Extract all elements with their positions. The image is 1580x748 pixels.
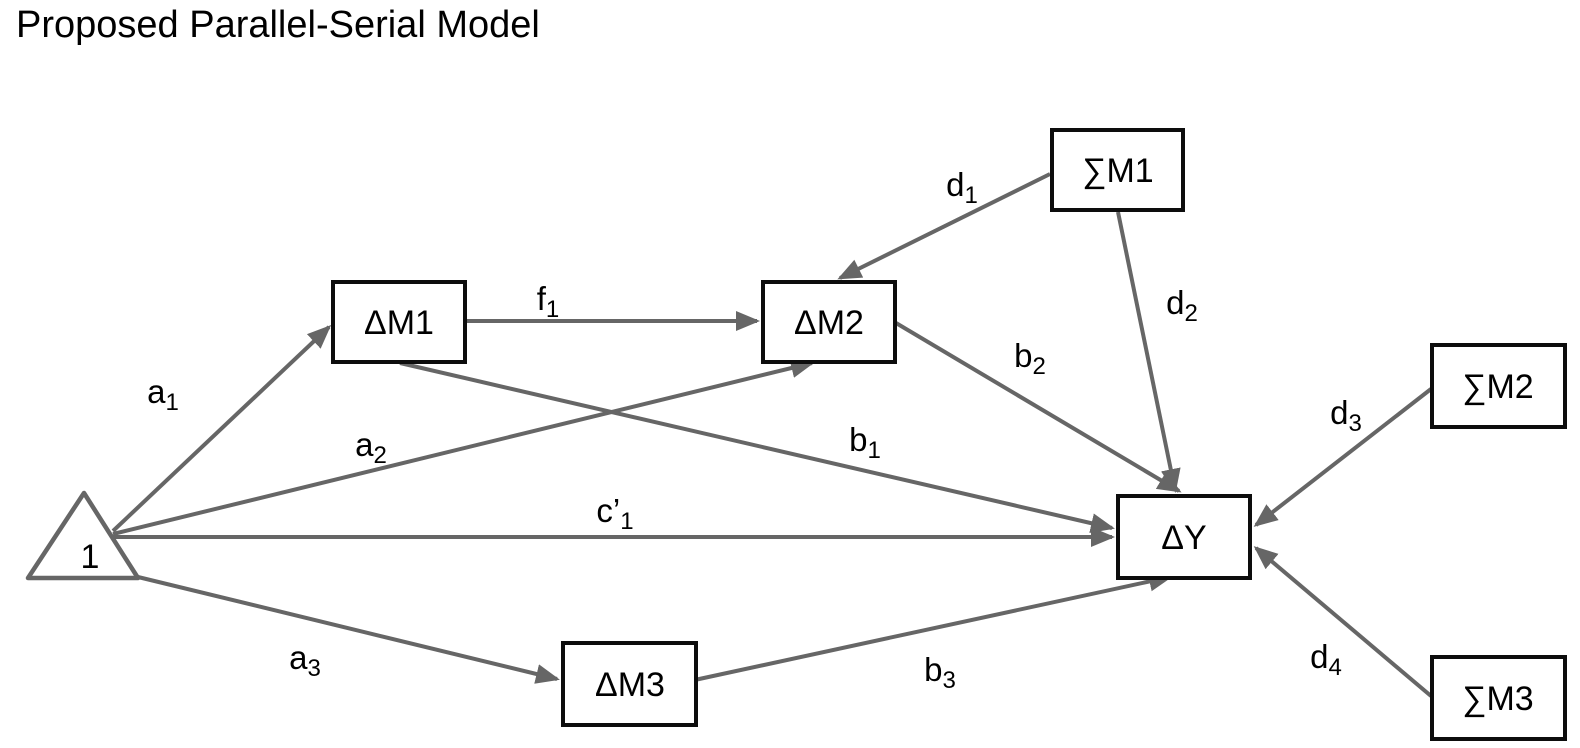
node-dm2-box	[761, 280, 897, 364]
path-label-d3: d3	[1330, 394, 1362, 437]
arrow-a1	[111, 324, 332, 533]
node-dm3: ΔM3	[561, 641, 698, 727]
arrow-b2	[894, 321, 1182, 493]
diagram-title: Proposed Parallel-Serial Model	[16, 4, 540, 46]
arrow-b3	[689, 571, 1173, 683]
edges	[111, 172, 1433, 698]
node-sm3: ∑M3	[1430, 655, 1567, 741]
node-sm2: ∑M2	[1430, 343, 1567, 429]
node-dy: ΔY	[1116, 494, 1252, 580]
path-label-b2: b2	[1014, 337, 1046, 380]
arrow-b1	[399, 361, 1115, 534]
arrow-d2	[1116, 211, 1181, 493]
path-label-a3: a3	[289, 639, 321, 682]
node-dm1: ΔM1	[331, 280, 467, 364]
node-constant-triangle	[25, 490, 141, 581]
node-constant: 1	[25, 490, 141, 581]
node-sm3-box	[1430, 655, 1567, 741]
path-label-d2: d2	[1166, 284, 1198, 327]
node-sm1-label: ∑M1	[1082, 152, 1153, 190]
node-dm3-box	[561, 641, 698, 727]
path-label-a2: a2	[355, 426, 387, 469]
node-dm1-box	[331, 280, 467, 364]
path-label-b3: b3	[924, 651, 956, 694]
path-label-f1: f1	[537, 280, 560, 323]
edge-labels: a1 a2 a3 c’1 f1 b1 b2 b3 d1 d2 d3 d4	[147, 166, 1362, 694]
node-dm1-label: ΔM1	[364, 304, 434, 342]
arrow-a2	[112, 358, 815, 536]
path-label-d1: d1	[946, 166, 978, 209]
node-dy-box	[1116, 494, 1252, 580]
node-dm3-label: ΔM3	[595, 666, 665, 704]
node-constant-label: 1	[81, 538, 100, 576]
path-label-a1: a1	[147, 373, 179, 416]
node-sm2-label: ∑M2	[1462, 368, 1533, 406]
node-dy-label: ΔY	[1161, 519, 1206, 557]
arrow-d3	[1253, 387, 1433, 527]
arrow-d1	[837, 172, 1051, 280]
path-label-b1: b1	[849, 421, 881, 464]
node-dm2: ΔM2	[761, 280, 897, 364]
path-label-d4: d4	[1310, 638, 1342, 681]
node-sm3-label: ∑M3	[1462, 680, 1533, 718]
path-label-c1: c’1	[596, 492, 633, 535]
node-sm2-box	[1430, 343, 1567, 429]
arrow-a3	[137, 575, 560, 684]
node-dm2-label: ΔM2	[794, 304, 864, 342]
node-sm1: ∑M1	[1050, 128, 1185, 212]
node-sm1-box	[1050, 128, 1185, 212]
arrow-d4	[1253, 546, 1433, 698]
